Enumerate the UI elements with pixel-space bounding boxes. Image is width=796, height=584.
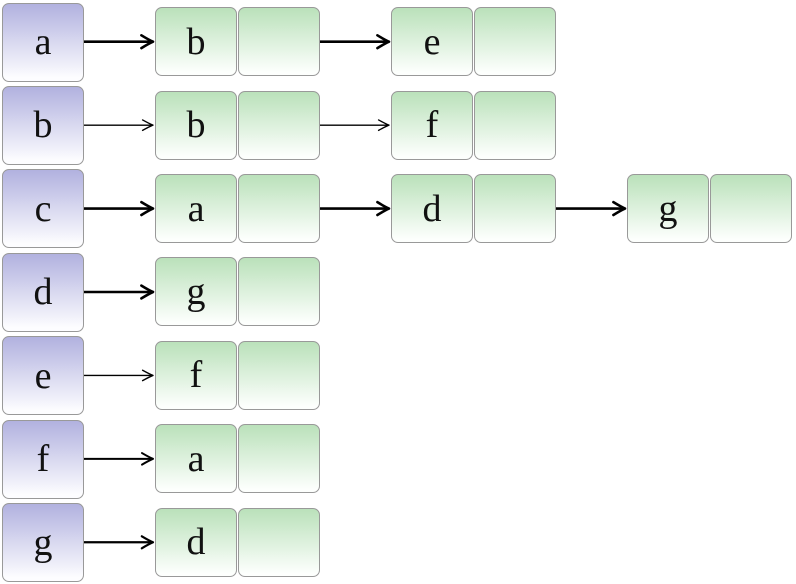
vertex-head-box: c [2,169,84,249]
list-node-next-cell [238,424,320,494]
pointer-arrow-head [141,369,154,382]
list-node-data-cell: b [155,90,237,160]
vertex-label: g [33,521,53,564]
list-node-data-cell: b [155,7,237,77]
list-node-data-cell: a [155,424,237,494]
vertex-head-box: g [2,503,84,583]
vertex-label: f [36,438,50,481]
list-node-next-cell [238,340,320,410]
list-node-next-cell [238,174,320,244]
list-node-data-cell: f [391,90,473,160]
pointer-arrow-head [140,34,155,50]
list-node-data-cell: d [391,174,473,244]
vertex-label: d [33,271,53,314]
pointer-arrow-head [376,200,391,217]
list-node-next-cell [710,174,792,244]
pointer-arrow-head [612,200,627,217]
list-node-next-cell [238,90,320,160]
node-label: f [425,104,439,147]
vertex-label: c [34,187,52,230]
vertex-label: b [33,104,53,147]
pointer-arrow-head [140,284,155,300]
vertex-head-box: e [2,336,84,416]
vertex-head-box: a [2,2,84,82]
pointer-arrow-head [377,119,390,132]
pointer-arrow-head [141,452,154,466]
vertex-head-box: f [2,419,84,499]
vertex-head-box: d [2,252,84,332]
list-node-next-cell [238,7,320,77]
node-label: f [189,354,203,397]
list-node-next-cell [474,90,556,160]
node-label: d [186,521,206,564]
vertex-label: a [34,21,52,63]
list-node-data-cell: d [155,507,237,577]
list-node-data-cell: g [155,257,237,327]
list-node-next-cell [238,257,320,327]
pointer-arrow-head [376,34,391,50]
list-node-data-cell: e [391,7,473,77]
node-label: d [422,187,442,230]
list-node-next-cell [474,174,556,244]
node-label: g [658,187,678,230]
pointer-arrow-head [140,200,155,217]
node-label: g [186,270,206,313]
vertex-label: e [34,354,52,397]
list-node-data-cell: g [627,174,709,244]
vertex-head-box: b [2,85,84,165]
list-node-next-cell [238,507,320,577]
node-label: a [187,437,205,480]
pointer-arrow-head [140,535,155,550]
list-node-data-cell: f [155,340,237,410]
node-label: b [186,104,206,147]
list-node-next-cell [474,7,556,77]
pointer-arrow-head [141,119,154,132]
node-label: a [187,187,205,230]
list-node-data-cell: a [155,174,237,244]
node-label: b [186,20,206,63]
node-label: e [423,20,441,63]
